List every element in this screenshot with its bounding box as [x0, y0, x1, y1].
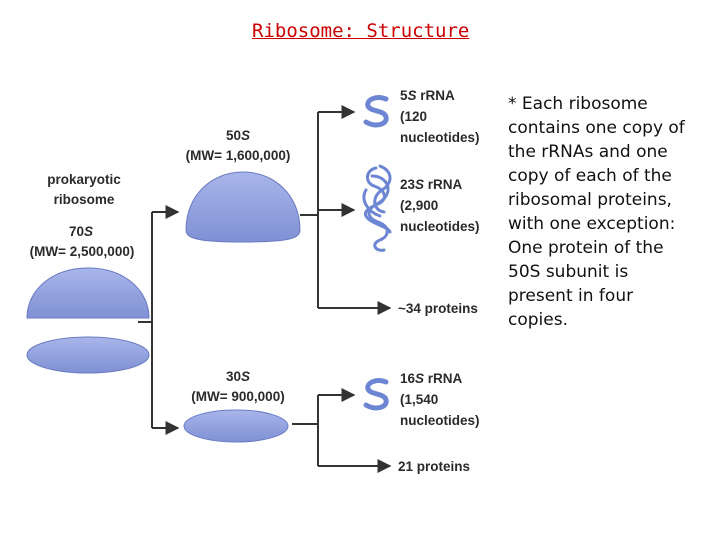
proteins-30s-label: 21 proteins: [398, 459, 470, 474]
rrna-5s-name: 5S rRNA: [400, 88, 455, 103]
rrna-16s-icon: [363, 378, 389, 411]
ribosome-diagram: prokaryotic ribosome 70S (MW= 2,500,000)…: [26, 88, 480, 474]
ribosome-70s: [26, 267, 150, 374]
rrna-23s-name: 23S rRNA: [400, 177, 463, 192]
rrna-16s-count: (1,540: [400, 392, 438, 407]
note-line: copy of each of the: [508, 166, 672, 186]
rrna-16s-unit: nucleotides): [400, 413, 480, 428]
connector-lines: [138, 105, 392, 473]
rrna-23s-icon: [362, 164, 392, 252]
note-line: copies.: [508, 310, 568, 330]
note-line: ribosomal proteins,: [508, 190, 672, 210]
note-line: One protein of the: [508, 238, 664, 258]
note-line: with one exception:: [508, 214, 676, 234]
note-line: contains one copy of: [508, 118, 685, 138]
rrna-5s-unit: nucleotides): [400, 130, 480, 145]
rrna-23s-unit: nucleotides): [400, 219, 480, 234]
prokaryote-label-line1: prokaryotic: [47, 172, 121, 187]
exception-note: * Each ribosome contains one copy of the…: [508, 92, 708, 332]
ribosome-70s-svalue: 70S: [69, 224, 93, 239]
note-line: * Each ribosome: [508, 94, 648, 114]
prokaryote-label-line2: ribosome: [54, 192, 115, 207]
rrna-5s-icon: [363, 95, 389, 128]
rrna-5s-count: (120: [400, 109, 427, 124]
note-line: present in four: [508, 286, 634, 306]
ribosome-70s-small-part: [26, 336, 150, 374]
subunit-50s-shape: [185, 171, 301, 243]
rrna-23s-count: (2,900: [400, 198, 438, 213]
subunit-50s-mw: (MW= 1,600,000): [186, 148, 291, 163]
ribosome-70s-large-part: [26, 267, 150, 319]
subunit-50s-svalue: 50S: [226, 128, 250, 143]
note-line: the rRNAs and one: [508, 142, 668, 162]
subunit-30s-shape: [183, 409, 289, 443]
subunit-30s-svalue: 30S: [226, 369, 250, 384]
rrna-16s-name: 16S rRNA: [400, 371, 463, 386]
page-title: Ribosome: Structure: [252, 20, 470, 42]
subunit-30s-mw: (MW= 900,000): [191, 389, 284, 404]
ribosome-70s-mw: (MW= 2,500,000): [30, 244, 135, 259]
note-line: 50S subunit is: [508, 262, 629, 282]
proteins-50s-label: ~34 proteins: [398, 301, 478, 316]
